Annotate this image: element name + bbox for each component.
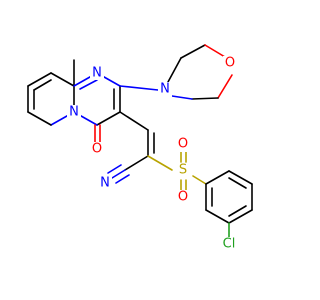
morpholine-ring xyxy=(119,44,233,100)
chlorophenyl-ring xyxy=(205,170,253,241)
chemical-structure: N N N O O N S O O Cl xyxy=(27,44,253,252)
atom-o-sulfonyl-top: O xyxy=(178,137,188,152)
vinyl-linker xyxy=(119,111,155,157)
atom-n-ring-top: N xyxy=(92,66,102,81)
atom-o-carbonyl: O xyxy=(92,142,102,157)
atom-cl: Cl xyxy=(223,237,236,252)
atom-o-sulfonyl-bottom: O xyxy=(178,190,188,205)
atom-o-morpholine: O xyxy=(225,56,235,71)
atom-n-nitrile: N xyxy=(100,176,110,191)
atom-labels: N N N O O N S O O Cl xyxy=(67,56,239,252)
nitrile xyxy=(107,155,149,184)
atom-n-morpholine: N xyxy=(160,82,170,97)
atom-n-ring-bridge: N xyxy=(69,105,79,120)
atom-s-sulfonyl: S xyxy=(179,163,187,178)
